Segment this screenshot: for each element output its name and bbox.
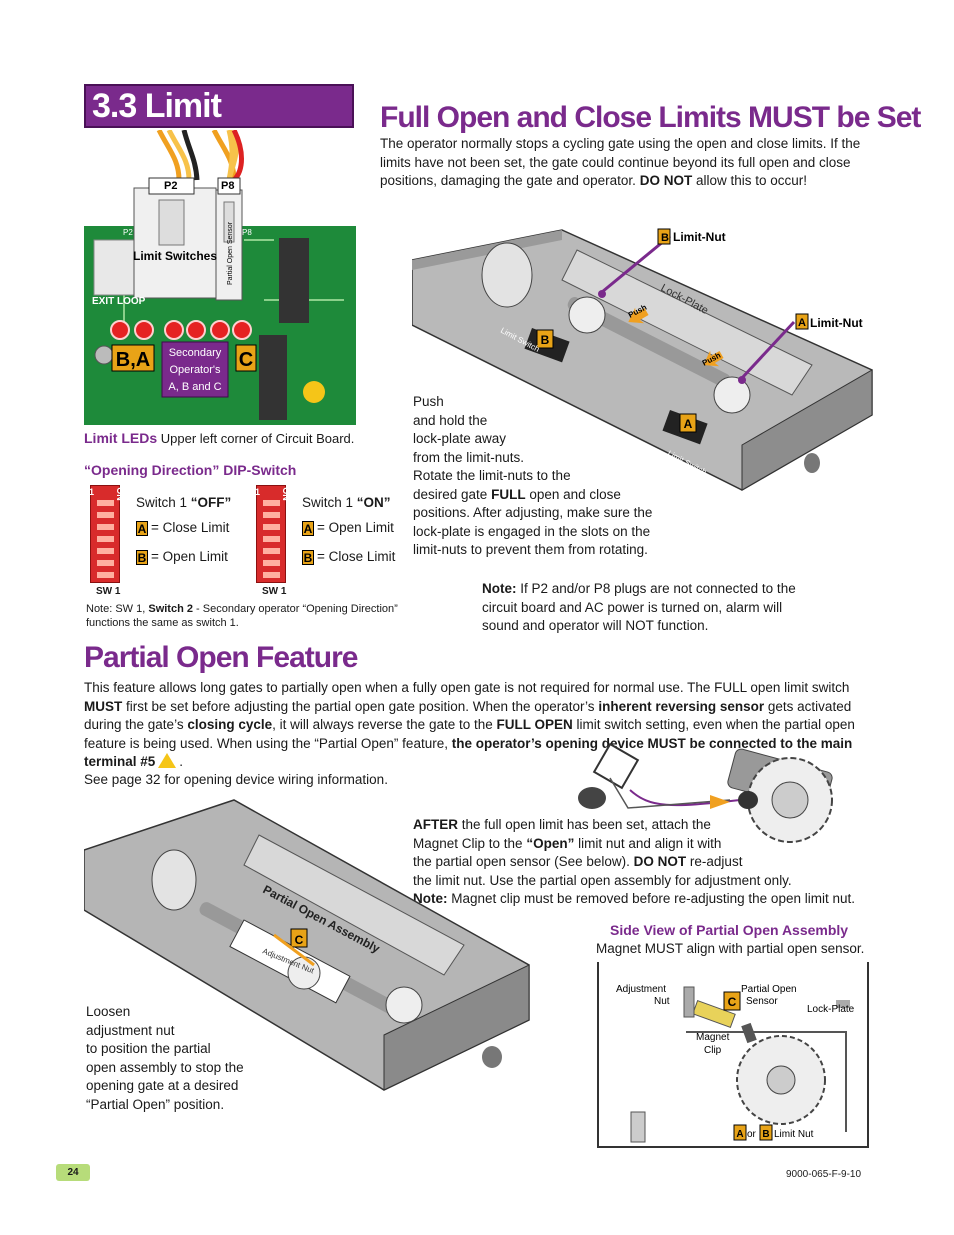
partial-open-assembly-illustration: Partial Open Assembly Adjustment Nut C (84, 799, 530, 1091)
dip-switch-right[interactable] (256, 485, 286, 583)
side-view-illustration: Adjustment Nut Partial Open Sensor Lock-… (597, 962, 869, 1148)
partial-open-paragraph: This feature allows long gates to partia… (84, 680, 855, 769)
sv-or: or (747, 1129, 757, 1140)
sv-limit-nut: Limit Nut (774, 1129, 814, 1140)
tag-b-switch: B (541, 333, 550, 347)
secondary-line-2: Operator's (169, 364, 221, 376)
p8-board-label: P8 (242, 228, 252, 237)
tag-a-switch: A (684, 417, 693, 431)
circuit-board-illustration: P2 P8 P2 P8 Limit Switches Partial Open … (84, 130, 356, 425)
limit-nut-a-label: Limit-Nut (810, 316, 863, 330)
limit-nut-illustration: B Limit-Nut A Limit-Nut Lock-Plate Push … (412, 228, 873, 491)
limit-switches-label: Limit Switches (133, 249, 217, 263)
wiring-reference: See page 32 for opening device wiring in… (84, 772, 388, 787)
magnet-gear-illustration (578, 742, 833, 843)
tag-b-top: B (661, 232, 669, 244)
dip-switch-note: Note: SW 1, Switch 2 - Secondary operato… (86, 603, 398, 629)
sv-sensor-2: Sensor (746, 996, 778, 1007)
sv-adjustment-1: Adjustment (616, 984, 666, 995)
dip-left-one: 1 (89, 487, 95, 497)
dip-switch-left[interactable] (90, 485, 120, 583)
tag-a-top: A (798, 317, 806, 329)
sv-magnet-2: Clip (704, 1045, 722, 1056)
side-view-heading: Side View of Partial Open Assembly (610, 922, 849, 938)
dip-right-b: B= Close Limit (302, 549, 396, 565)
exit-loop-label: EXIT LOOP (92, 296, 146, 307)
page-number: 24 (56, 1164, 90, 1181)
plug-note: Note: If P2 and/or P8 plugs are not conn… (482, 581, 796, 633)
dip-right-one: 1 (255, 487, 261, 497)
dip-left-b: B= Open Limit (136, 549, 228, 565)
sv-tag-b: B (762, 1129, 769, 1140)
dip-right-on: ON (280, 487, 291, 501)
sv-tag-c: C (728, 995, 737, 1009)
p8-connector-label: P8 (221, 180, 234, 192)
doc-code: 9000-065-F-9-10 (786, 1169, 862, 1180)
dip-right-a: A= Open Limit (302, 520, 394, 536)
secondary-line-1: Secondary (169, 347, 222, 359)
section-title: 3.3 Limit Switches (84, 84, 354, 165)
push-instructions: Push and hold the lock-plate away from t… (413, 394, 653, 557)
full-limits-intro: The operator normally stops a cycling ga… (380, 136, 861, 188)
warning-icon (158, 753, 177, 768)
sv-lock-plate: Lock-Plate (807, 1004, 855, 1015)
limit-nut-b-label: Limit-Nut (673, 230, 726, 244)
full-limits-heading: Full Open and Close Limits MUST be Set (380, 101, 921, 134)
after-instructions: AFTER the full open limit has been set, … (413, 817, 855, 906)
ba-tag-label: B,A (116, 349, 150, 371)
p2-connector-label: P2 (164, 180, 177, 192)
loosen-instructions: Loosen adjustment nut to position the pa… (86, 1004, 244, 1112)
tag-c-assembly: C (295, 933, 304, 947)
dip-switch-heading: “Opening Direction” DIP-Switch (84, 462, 297, 478)
sv-tag-a: A (736, 1129, 743, 1140)
secondary-line-3: A, B and C (168, 381, 221, 393)
partial-open-sensor-vertical-label: Partial Open Sensor (227, 221, 234, 285)
limit-leds-caption: Limit LEDs Upper left corner of Circuit … (84, 430, 355, 446)
p2-board-label: P2 (123, 228, 133, 237)
sv-magnet-1: Magnet (696, 1032, 730, 1043)
dip-left-on: ON (114, 487, 125, 501)
dip-left-sw-label: SW 1 (96, 586, 121, 597)
sv-adjustment-2: Nut (654, 996, 670, 1007)
dip-right-title: Switch 1 “ON” (302, 495, 391, 510)
dip-left-title: Switch 1 “OFF” (136, 495, 232, 510)
c-tag-label: C (239, 349, 253, 371)
dip-right-sw-label: SW 1 (262, 586, 287, 597)
sv-sensor-1: Partial Open (741, 984, 797, 995)
dip-left-a: A= Close Limit (136, 520, 230, 536)
partial-open-heading: Partial Open Feature (84, 641, 358, 674)
side-view-caption: Magnet MUST align with partial open sens… (596, 941, 865, 956)
